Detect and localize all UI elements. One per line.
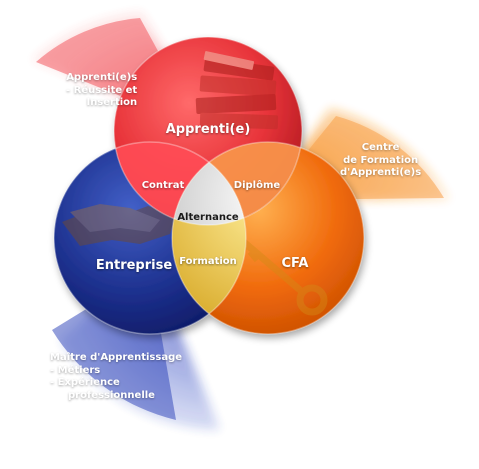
wedge-cfa-line-3: d'Apprenti(e)s — [340, 167, 422, 178]
handshake-icon — [62, 204, 176, 246]
wedge-cfa-line-1: Centre — [361, 142, 400, 153]
label-diplome: Diplôme — [233, 180, 281, 191]
wedge-apprenti-line-2: - Réussite et — [66, 84, 138, 96]
wedge-text-apprenti: Apprenti(e)s - Réussite et Insertion — [66, 72, 137, 110]
wedge-entreprise-line-4: professionnelle — [68, 389, 155, 401]
wedge-text-cfa: Centre de Formation d'Apprenti(e)s — [340, 142, 421, 180]
label-contrat: Contrat — [141, 180, 185, 191]
wedge-entreprise-line-3: - Expérience — [50, 377, 120, 388]
wedge-apprenti-line-3: Insertion — [86, 97, 138, 108]
wedge-apprenti-line-1: Apprenti(e)s — [66, 72, 138, 83]
books-icon — [195, 51, 279, 130]
label-apprenti: Apprenti(e) — [165, 122, 251, 137]
label-entreprise: Entreprise — [95, 258, 173, 273]
label-alternance: Alternance — [177, 212, 239, 223]
intersection-alternance — [172, 142, 246, 225]
wedge-entreprise-line-1: Maître d'Apprentissage — [50, 352, 183, 363]
label-formation: Formation — [179, 256, 237, 267]
wedge-cfa-line-2: de Formation — [343, 154, 419, 166]
label-cfa: CFA — [281, 256, 309, 271]
wedge-entreprise-line-2: - Métiers — [50, 364, 101, 376]
wedge-text-entreprise: Maître d'Apprentissage - Métiers - Expér… — [50, 352, 182, 402]
